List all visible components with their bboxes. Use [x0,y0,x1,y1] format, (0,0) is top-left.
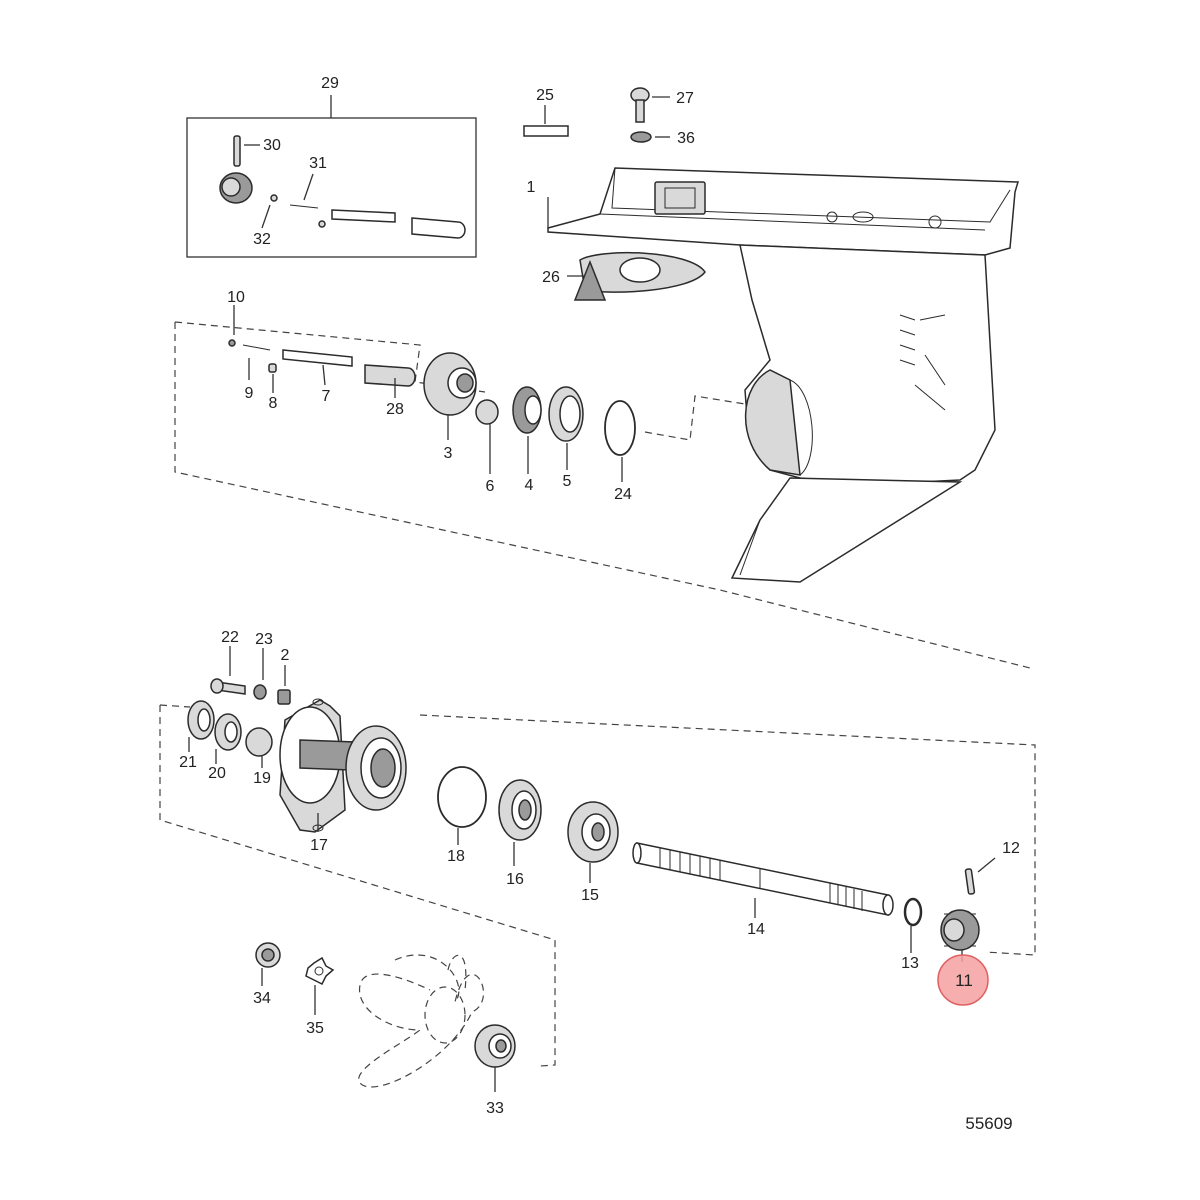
part-11-castle-nut [940,909,980,962]
part-16-bearing [498,779,542,866]
part-13-snap-ring [903,897,923,953]
callout-12: 12 [1002,840,1020,857]
part-9-spring [242,344,271,380]
subassembly-box-29 [186,95,477,258]
callout-34: 34 [253,990,271,1007]
callout-29: 29 [321,75,339,92]
callout-32: 32 [253,231,271,248]
part-7-shift-shaft [282,349,353,386]
callout-11: 11 [955,971,973,990]
propeller [358,954,485,1088]
callout-8: 8 [269,395,278,412]
part-2-plug [277,665,291,705]
callout-26: 26 [542,269,560,286]
callout-27: 27 [676,90,694,107]
part-31-spring [270,173,466,239]
callout-22: 22 [221,629,239,646]
callout-10: 10 [227,289,245,306]
callout-18: 18 [447,848,465,865]
part-14-propeller-shaft [632,842,894,918]
callout-31: 31 [309,155,327,172]
part-3-bearing-carrier [423,352,477,440]
gearcase-housing [547,167,1019,583]
callout-23: 23 [255,631,273,648]
part-26-trim-tab [547,197,706,301]
part-25-decal [523,105,569,137]
part-35-tab-washer [305,956,335,1015]
figure-number: 55609 [965,1114,1012,1133]
part-21-seal [187,700,215,752]
part-18-o-ring [437,766,487,845]
part-19-bushing [245,727,273,768]
callout-19: 19 [253,770,271,787]
part-6-bushing [475,399,499,474]
part-32-castle-nut [219,172,271,229]
callout-4: 4 [525,477,534,494]
callout-25: 25 [536,87,554,104]
callout-35: 35 [306,1020,324,1037]
callout-16: 16 [506,871,524,888]
part-20-seal [214,713,242,764]
part-27-screw [630,87,670,123]
callout-36: 36 [677,130,695,147]
callout-33: 33 [486,1100,504,1117]
callout-14: 14 [747,921,765,938]
callout-5: 5 [563,473,572,490]
callout-17: 17 [310,837,328,854]
callout-1: 1 [527,179,536,196]
callout-13: 13 [901,955,919,972]
part-17-bearing-carrier [279,698,407,833]
part-4-roller-bearing [512,386,542,474]
part-36-washer [630,131,670,143]
callout-labels: 1 2 3 4 5 6 7 8 9 10 11 12 13 14 15 16 1… [179,75,1020,1117]
part-24-o-ring [604,400,636,482]
callout-2: 2 [281,647,290,664]
part-8-pin [268,363,277,393]
part-22-screw [210,646,246,695]
part-15-gear [567,801,619,883]
callout-6: 6 [486,478,495,495]
callout-9: 9 [245,385,254,402]
callout-15: 15 [581,887,599,904]
part-33-thrust-hub [474,1024,516,1092]
callout-28: 28 [386,401,404,418]
part-10-ball [228,305,236,347]
part-30-pin [233,135,260,167]
callout-24: 24 [614,486,632,503]
callout-20: 20 [208,765,226,782]
part-28-shift-actuator [364,364,416,398]
callout-7: 7 [322,388,331,405]
lower-dashed-envelope [159,704,1036,1067]
part-12-cotter-pin [964,857,996,895]
callout-30: 30 [263,137,281,154]
part-23-washer [253,648,267,700]
highlight-circle [937,954,989,1006]
part-34-nut [255,942,281,986]
part-5-race [548,386,584,470]
callout-21: 21 [179,754,197,771]
callout-3: 3 [444,445,453,462]
